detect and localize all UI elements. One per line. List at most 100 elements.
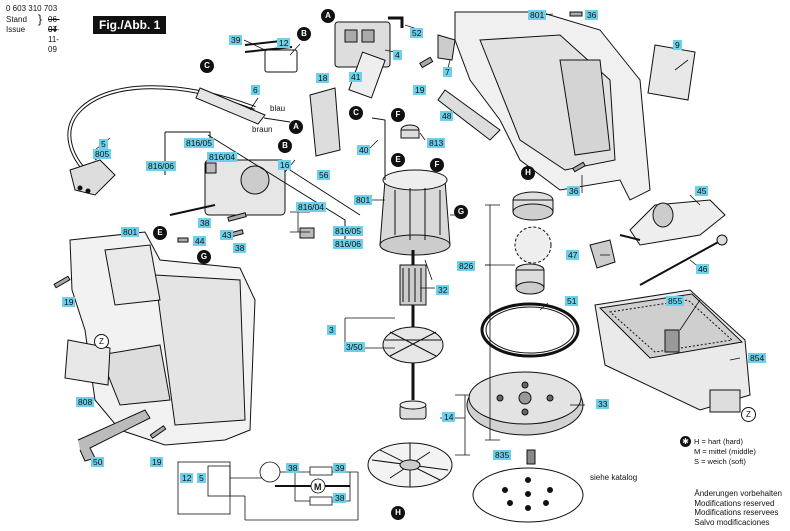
part-label-6: 6 [251, 85, 260, 95]
part-label-44: 44 [193, 236, 207, 246]
sealing-ring [480, 302, 580, 358]
stand-row: Stand } 06-04 [6, 13, 60, 34]
ref-letter-H1: H [521, 166, 535, 180]
handle-knob [589, 239, 616, 269]
part-label-39a: 39 [229, 35, 243, 45]
leader-lines [94, 13, 741, 456]
part-label-808: 808 [76, 397, 95, 407]
part-label-50: 50 [91, 457, 105, 467]
part-label-9: 9 [673, 40, 682, 50]
part-label-48: 48 [440, 111, 454, 121]
ref-letter-B1: B [297, 27, 311, 41]
wire-blue-label: blau [270, 104, 286, 113]
part-label-4: 4 [393, 50, 402, 60]
part-label-816-04b: 816/04 [296, 202, 326, 212]
part-label-36a: 36 [585, 10, 599, 20]
part-label-855: 855 [666, 296, 685, 306]
z-mark-Z2: Z [741, 407, 756, 422]
wire-brown-label: braun [252, 125, 273, 134]
issue-row: Issue 07-11-09 [6, 25, 60, 54]
part-label-14: 14 [442, 412, 456, 422]
footer-notes: Änderungen vorbehalten Modifications res… [694, 489, 782, 527]
ref-letter-B2: B [278, 139, 292, 153]
part-label-801b: 801 [354, 195, 373, 205]
pad-screw [526, 449, 536, 465]
sanding-disc [472, 467, 584, 523]
legend-line-1: ✱H = hart (hard) [680, 436, 756, 447]
z-mark-Z1: Z [94, 334, 109, 349]
ref-letter-E2: E [153, 226, 167, 240]
part-label-816-06b: 816/06 [333, 239, 363, 249]
part-label-51: 51 [565, 296, 579, 306]
footer-line-4: Salvo modificaciones [694, 517, 770, 527]
footer-line-3: Modifications reservees [694, 508, 779, 517]
part-label-805: 805 [93, 149, 112, 159]
part-label-38c: 38 [286, 463, 300, 473]
allen-key [77, 409, 151, 462]
part-label-36b: 36 [567, 186, 581, 196]
part-label-39b: 39 [333, 463, 347, 473]
catalog-note: siehe katalog [590, 473, 638, 482]
part-label-47: 47 [566, 250, 580, 260]
filter-clip [664, 329, 680, 353]
part-label-813: 813 [427, 138, 446, 148]
part-label-32: 32 [436, 285, 450, 295]
armature-commutator [399, 264, 427, 306]
part-label-46: 46 [696, 264, 710, 274]
part-label-38d: 38 [333, 493, 347, 503]
ref-letter-G2: G [197, 250, 211, 264]
cord-grommet [195, 87, 266, 125]
part-number: 0 603 310 703 [6, 4, 58, 13]
part-label-s5: 5 [197, 473, 206, 483]
switch-slider [437, 34, 456, 61]
part-label-16: 16 [278, 160, 292, 170]
part-label-40: 40 [357, 145, 371, 155]
wiring-schematic [177, 461, 359, 521]
plug [69, 159, 116, 196]
ref-letter-A1: A [321, 9, 335, 23]
capacitor-cover [309, 87, 341, 157]
aux-handle [629, 199, 726, 246]
part-label-3: 3 [327, 325, 336, 335]
part-label-45: 45 [695, 186, 709, 196]
brace-icon: } [38, 12, 43, 26]
part-label-12b: 12 [180, 473, 194, 483]
issue-label: Issue [6, 25, 26, 34]
ref-letter-A2: A [289, 120, 303, 134]
ref-letter-H2: H [391, 506, 405, 520]
part-label-41: 41 [349, 72, 363, 82]
stand-label: Stand [6, 15, 27, 24]
part-label-19c: 19 [150, 457, 164, 467]
ref-letter-C2: C [349, 106, 363, 120]
part-label-5: 5 [99, 139, 108, 149]
part-label-801a: 801 [528, 10, 547, 20]
part-label-826: 826 [457, 261, 476, 271]
armature-fan [382, 326, 444, 364]
ref-letter-E1: E [391, 153, 405, 167]
nameplate [647, 44, 696, 101]
part-label-38a: 38 [198, 218, 212, 228]
part-label-835: 835 [493, 450, 512, 460]
part-label-854: 854 [748, 353, 767, 363]
footer-line-1: Änderungen vorbehalten [694, 489, 782, 498]
part-label-801c: 801 [121, 227, 140, 237]
cover-strip [437, 89, 501, 141]
footer-line-2: Modifications reserved [694, 498, 775, 508]
part-label-816-05b: 816/05 [333, 226, 363, 236]
switch-bracket [264, 49, 298, 73]
stand-date: 06-04 [48, 15, 60, 34]
part-label-816-06a: 816/06 [146, 161, 176, 171]
star-icon: ✱ [680, 436, 691, 447]
switch-lever [388, 16, 404, 28]
ref-letter-C1: C [200, 59, 214, 73]
part-label-19b: 19 [62, 297, 76, 307]
legend-line-2: M = mittel (middle) [694, 447, 756, 456]
part-label-43: 43 [220, 230, 234, 240]
part-label-19a: 19 [413, 85, 427, 95]
legend-line-3: S = weich (soft) [694, 456, 746, 466]
part-label-52: 52 [410, 28, 424, 38]
ref-letter-F2: F [430, 158, 444, 172]
ref-letter-F1: F [391, 108, 405, 122]
